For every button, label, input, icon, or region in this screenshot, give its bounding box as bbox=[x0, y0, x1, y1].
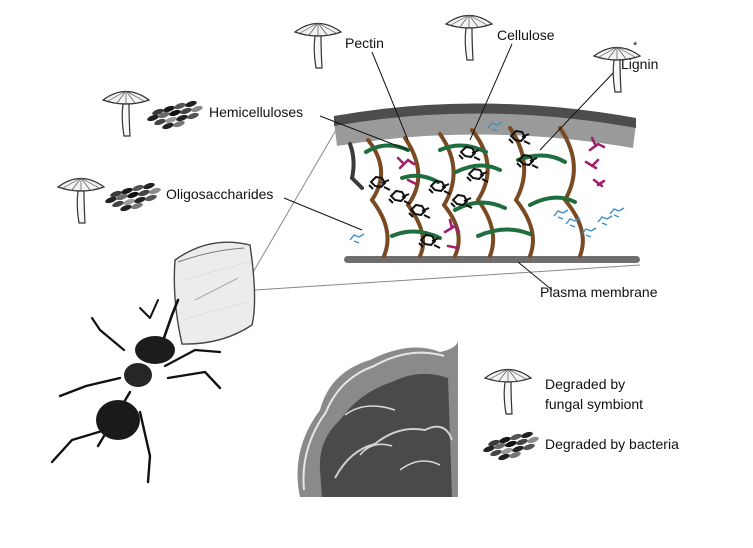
pectin-label: Pectin bbox=[345, 35, 384, 51]
label-leaders bbox=[283, 43, 615, 291]
pectin-branches bbox=[396, 136, 606, 250]
legend-fungal-line1: Degraded by bbox=[545, 376, 625, 392]
bacteria-cluster-icon bbox=[146, 99, 204, 131]
lignin-label: Lignin bbox=[621, 56, 658, 72]
mushroom-icon bbox=[294, 22, 342, 69]
leaf-cutter-ant bbox=[50, 298, 222, 484]
lignin-asterisk: * bbox=[633, 40, 638, 52]
zoom-line-bottom bbox=[254, 264, 641, 291]
oligosaccharides-label: Oligosaccharides bbox=[166, 186, 273, 202]
cell-wall-band bbox=[334, 103, 636, 128]
hemicellulose-fibres bbox=[364, 143, 577, 240]
plasma-membrane-label: Plasma membrane bbox=[540, 284, 658, 300]
lignin-edge-strand bbox=[348, 142, 364, 190]
cellulose-fibres bbox=[366, 126, 585, 258]
cellulose-label: Cellulose bbox=[497, 27, 555, 43]
plasma-membrane-bar bbox=[344, 256, 640, 263]
legend-fungal-line2: fungal symbiont bbox=[545, 396, 643, 412]
mushroom-icon bbox=[57, 177, 105, 224]
bacteria-cluster-icon bbox=[104, 181, 162, 213]
fungal-garden-micrograph bbox=[276, 340, 458, 497]
mushroom-icon bbox=[484, 368, 532, 415]
mushroom-icon bbox=[445, 14, 493, 61]
leaf-fragment bbox=[173, 241, 256, 345]
cell-wall-zoom bbox=[334, 103, 640, 263]
legend-bacteria: Degraded by bacteria bbox=[545, 436, 679, 452]
bacteria-cluster-icon bbox=[482, 430, 540, 462]
hemicelluloses-label: Hemicelluloses bbox=[209, 104, 303, 120]
cell-wall-outer bbox=[334, 109, 636, 148]
legend: Degraded by fungal symbiont Degraded by … bbox=[482, 368, 679, 462]
mushroom-icon bbox=[102, 90, 150, 137]
